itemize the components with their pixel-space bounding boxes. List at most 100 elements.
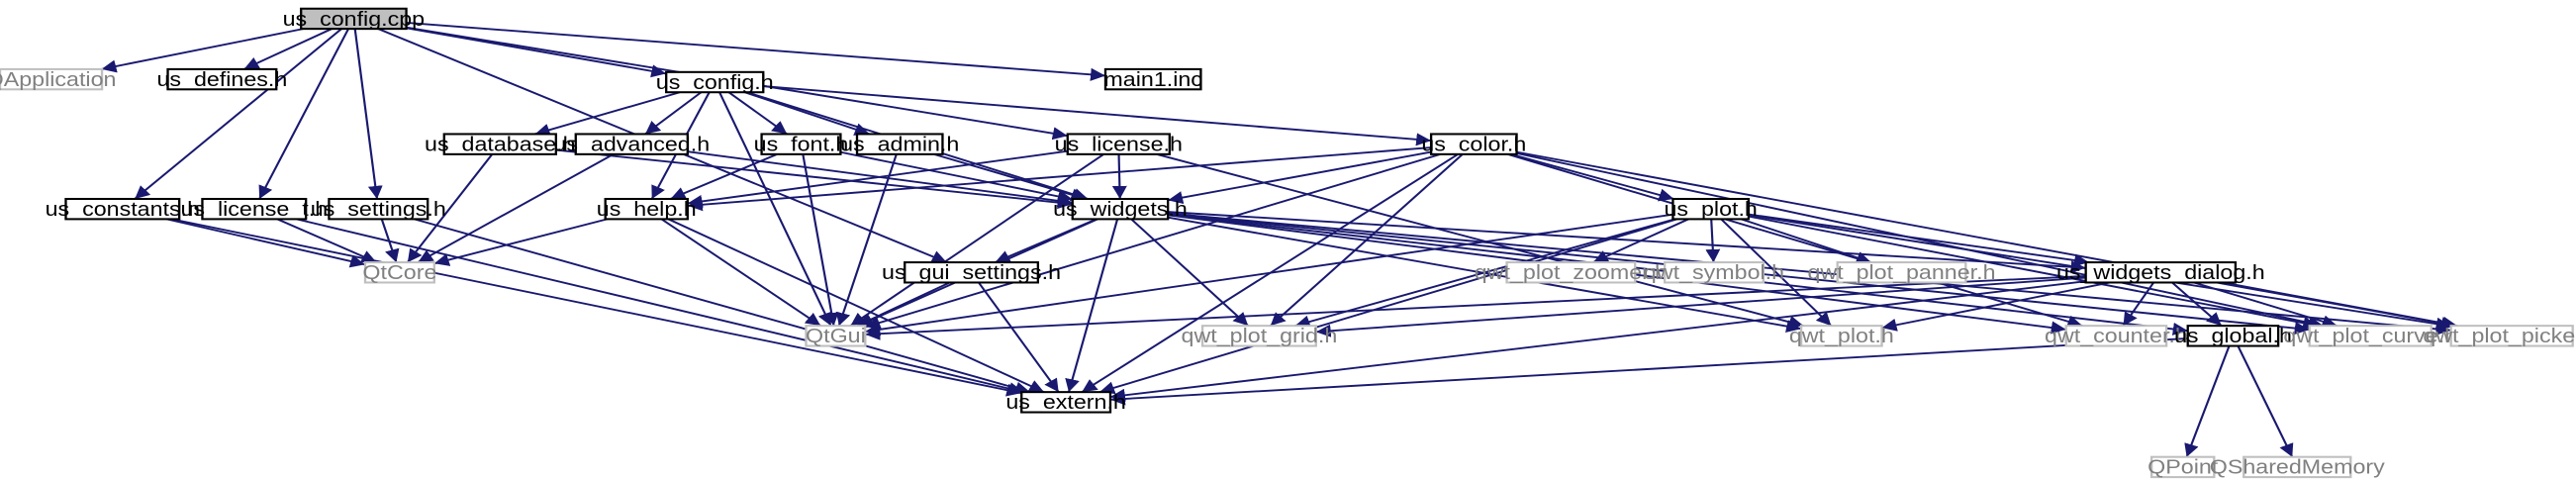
- edge-us_global_h-to-QPoint: [2184, 345, 2231, 457]
- node-qwt_plot_picker_h[interactable]: qwt_plot_picker.h: [2423, 325, 2576, 347]
- node-us_font_h[interactable]: us_font.h: [754, 133, 849, 155]
- node-label: us_extern.h: [1005, 391, 1126, 414]
- node-us_gui_settings_h[interactable]: us_gui_settings.h: [882, 260, 1061, 283]
- node-box: [2449, 325, 2574, 347]
- edge-us_font_h-to-us_widgets_h: [840, 150, 1073, 203]
- node-us_widgets_dialog_h[interactable]: us_widgets_dialog.h: [2056, 260, 2265, 283]
- node-qwt_plot_curve_h[interactable]: qwt_plot_curve.h: [2283, 325, 2457, 347]
- node-label: QApplication: [0, 67, 116, 90]
- node-box: [665, 70, 765, 94]
- edge-us_config_cpp-to-us_config_h: [406, 27, 667, 78]
- node-box: [574, 133, 689, 155]
- node-us_database_h[interactable]: us_database.h: [425, 133, 576, 155]
- node-us_admin_h[interactable]: us_admin.h: [840, 133, 959, 155]
- edge-us_config_h-to-us_database_h: [534, 91, 681, 137]
- edge-us_admin_h-to-QtGui: [835, 153, 898, 327]
- node-qwt_plot_grid_h[interactable]: qwt_plot_grid.h: [1182, 325, 1338, 347]
- node-label: us_defines.h: [156, 67, 287, 90]
- node-box: [2084, 261, 2238, 284]
- node-box: [1103, 67, 1202, 91]
- node-label: us_config.h: [656, 70, 774, 93]
- node-qwt_counter_h[interactable]: qwt_counter.h: [2045, 325, 2188, 347]
- node-us_license_t_h[interactable]: us_license_t.h: [180, 197, 328, 220]
- node-us_advanced_h[interactable]: us_advanced.h: [553, 133, 710, 155]
- node-box: [166, 67, 278, 91]
- node-us_constants_h[interactable]: us_constants.h: [46, 197, 200, 220]
- node-label: QPoint: [2147, 455, 2218, 478]
- node-box: [0, 67, 104, 91]
- edge-us_database_h-to-QtCore: [406, 153, 494, 263]
- edge-us_widgets_dialog_h-to-us_extern_h: [1109, 280, 2086, 402]
- node-layer: us_config.cppQApplication us_defines.h us_…: [0, 7, 2576, 478]
- node-box: [760, 133, 842, 155]
- node-label: us_admin.h: [840, 133, 959, 155]
- edge-us_widgets_h-to-qwt_plot_grid_h: [1130, 218, 1250, 327]
- node-qwt_symbol_h[interactable]: qwt_symbol.h: [1644, 260, 1784, 283]
- node-label: qwt_plot_panner.h: [1807, 260, 1995, 283]
- node-us_plot_h[interactable]: us_plot.h: [1665, 197, 1758, 220]
- node-label: us_global.h: [2174, 325, 2292, 347]
- edge-us_color_h-to-us_help_h: [687, 146, 1432, 212]
- edge-us_config_h-to-us_admin_h: [744, 91, 871, 136]
- edge-us_widgets_h-to-us_widgets_dialog_h: [1168, 211, 2086, 274]
- edge-us_plot_h-to-qwt_plot_curve_h: [1748, 215, 2319, 330]
- node-qwt_plot_h[interactable]: qwt_plot.h: [1789, 325, 1894, 347]
- node-us_help_h[interactable]: us_help.h: [597, 197, 697, 220]
- edge-us_font_h-to-QtGui: [802, 153, 839, 327]
- edge-us_license_h-to-us_help_h: [687, 149, 1068, 208]
- node-QApplication[interactable]: QApplication: [0, 67, 116, 91]
- node-label: us_color.h: [1421, 133, 1526, 155]
- node-box: [2064, 325, 2168, 347]
- node-us_global_h[interactable]: us_global.h: [2174, 325, 2292, 347]
- edge-us_widgets_dialog_h-to-qwt_counter_h: [2122, 281, 2155, 327]
- node-us_config_h[interactable]: us_config.h: [656, 70, 774, 93]
- node-box: [805, 325, 867, 347]
- node-us_widgets_h[interactable]: us_widgets.h: [1053, 197, 1188, 220]
- node-box: [2149, 455, 2216, 479]
- node-label: us_help.h: [597, 197, 697, 220]
- node-box: [1066, 133, 1171, 155]
- node-label: qwt_plot_grid.h: [1182, 325, 1338, 347]
- node-QtCore[interactable]: QtCore: [362, 260, 436, 283]
- edge-us_constants_h-to-us_extern_h: [171, 218, 1022, 397]
- node-box: [2308, 325, 2433, 347]
- node-us_extern_h[interactable]: us_extern.h: [1005, 391, 1126, 414]
- node-box: [2242, 455, 2352, 479]
- node-label: qwt_counter.h: [2045, 325, 2188, 347]
- edge-us_config_h-to-us_advanced_h: [644, 91, 703, 136]
- node-QSharedMemory[interactable]: QSharedMemory: [2210, 455, 2385, 478]
- edge-us_color_h-to-QtGui: [864, 152, 1441, 330]
- edge-us_license_h-to-qwt_plot_h: [1156, 152, 1804, 329]
- edge-us_config_h-to-us_color_h: [763, 85, 1432, 146]
- node-box: [1020, 391, 1112, 414]
- node-qwt_plot_panner_h[interactable]: qwt_plot_panner.h: [1807, 260, 1995, 283]
- node-us_color_h[interactable]: us_color.h: [1421, 133, 1526, 155]
- edge-us_license_t_h-to-us_extern_h: [296, 218, 1024, 396]
- node-QtGui[interactable]: QtGui: [805, 325, 867, 347]
- edge-layer: [101, 22, 2458, 458]
- edge-us_config_h-to-QtGui: [718, 91, 832, 327]
- edge-us_widgets_dialog_h-to-qwt_plot_grid_h: [1315, 276, 2086, 337]
- node-us_config_cpp[interactable]: us_config.cpp: [283, 7, 425, 30]
- edge-us_config_h-to-us_font_h: [727, 91, 788, 136]
- edge-us_constants_h-to-QtCore: [166, 218, 366, 268]
- node-QPoint[interactable]: QPoint: [2147, 455, 2218, 478]
- node-qwt_plot_zoomer_h[interactable]: qwt_plot_zoomer.h: [1475, 260, 1668, 283]
- edge-us_config_cpp-to-QApplication: [101, 28, 304, 73]
- node-main1_inc[interactable]: main1.inc: [1103, 67, 1202, 90]
- edge-us_license_t_h-to-QtCore: [276, 218, 377, 263]
- node-label: us_config.cpp: [283, 7, 425, 30]
- node-box: [1671, 197, 1751, 221]
- node-us_settings_h[interactable]: us_settings.h: [311, 197, 446, 220]
- node-us_defines_h[interactable]: us_defines.h: [156, 67, 287, 90]
- edge-us_plot_h-to-qwt_plot_zoomer_h: [1592, 218, 1689, 263]
- edge-us_gui_settings_h-to-us_extern_h: [978, 281, 1060, 393]
- node-box: [328, 197, 429, 221]
- edge-us_widgets_dialog_h-to-us_global_h: [2171, 281, 2223, 327]
- edge-us_config_cpp-to-us_license_t_h: [258, 28, 350, 200]
- node-label: qwt_symbol.h: [1644, 260, 1784, 283]
- node-us_license_h[interactable]: us_license.h: [1055, 133, 1183, 155]
- node-label: qwt_plot.h: [1789, 325, 1894, 347]
- node-label: main1.inc: [1103, 67, 1202, 90]
- node-label: QtGui: [806, 325, 866, 347]
